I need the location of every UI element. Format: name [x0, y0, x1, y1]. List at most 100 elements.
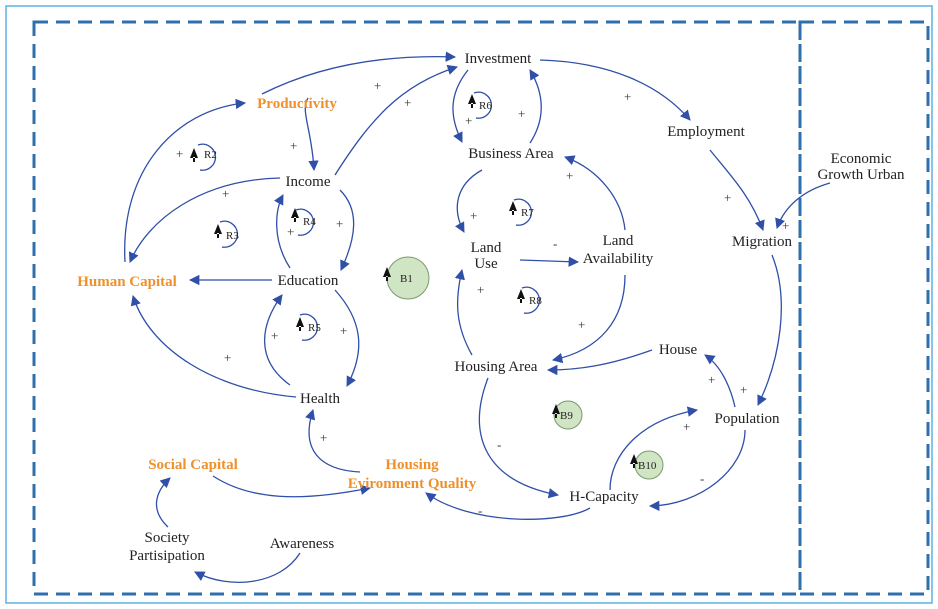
link-population-hcapacity: [648, 429, 746, 512]
sign-plus: +: [624, 89, 631, 104]
node-income: Income: [286, 174, 331, 190]
node-social-capital: Social Capital: [148, 457, 238, 473]
loop-label-r3: R3: [226, 230, 239, 242]
sign-plus: +: [320, 430, 327, 445]
node-health: Health: [300, 391, 340, 407]
tree-icon: [383, 267, 391, 281]
outer-frame: [5, 5, 933, 604]
loop-arc-r2: [197, 143, 217, 171]
loop-tree-icons: [190, 94, 638, 468]
link-landuse-landavail: [519, 256, 580, 267]
sign-plus: +: [782, 218, 789, 233]
link-society-socialcap: [155, 477, 171, 528]
link-house-housing: [546, 349, 653, 376]
sign-plus: +: [566, 168, 573, 183]
link-investment-employment: [539, 59, 691, 121]
sign-plus: +: [224, 350, 231, 365]
node-housing-environment-quality: Housing: [385, 457, 439, 473]
node-society-participation: Partisipation: [129, 548, 205, 564]
causal-links: [124, 51, 831, 583]
link-productivity-investment: [261, 51, 457, 95]
link-migration-population: [757, 254, 782, 406]
loop-markers: R2 R3 R4 R5 R6 R7 R8 B1 B9 B10: [190, 91, 664, 480]
link-housing-landuse: [454, 268, 473, 356]
node-human-capital: Human Capital: [77, 274, 177, 290]
tree-icon: [552, 404, 560, 418]
polarity-signs: + + + + + + + + + + + + + + + + + + + + …: [176, 78, 789, 518]
sign-plus: +: [374, 78, 381, 93]
node-housing-environment-quality: Evironment Quality: [348, 476, 477, 492]
link-hcapacity-population: [609, 406, 699, 491]
node-population: Population: [714, 411, 780, 427]
node-employment: Employment: [667, 124, 745, 140]
node-society-participation: Society: [145, 530, 190, 546]
loop-arc-r5: [299, 313, 319, 341]
link-productivity-income: [304, 97, 319, 172]
sign-plus: +: [271, 328, 278, 343]
link-socialcap-housingenv: [212, 475, 372, 498]
node-education: Education: [278, 273, 339, 289]
link-landavail-housing: [551, 274, 626, 364]
node-investment: Investment: [465, 51, 532, 67]
tree-icon: [296, 317, 304, 331]
sign-plus: +: [578, 317, 585, 332]
loop-label-r6: R6: [479, 100, 492, 112]
sign-plus: +: [404, 95, 411, 110]
sign-minus: -: [497, 437, 501, 452]
sign-plus: +: [477, 282, 484, 297]
loop-arc-r3: [219, 220, 239, 248]
sign-plus: +: [518, 106, 525, 121]
sign-minus: -: [553, 236, 557, 251]
node-business-area: Business Area: [468, 146, 554, 162]
link-education-income: [274, 194, 291, 269]
link-hcapacity-housingenv: [425, 492, 591, 520]
link-income-education: [339, 189, 355, 271]
link-health-education: [264, 294, 291, 386]
loop-label-b1: B1: [400, 273, 413, 285]
loop-label-r8: R8: [529, 295, 542, 307]
sign-plus: +: [336, 216, 343, 231]
exogenous-boundary: [798, 20, 930, 596]
node-awareness: Awareness: [270, 536, 335, 552]
node-economic-growth-urban: Economic: [831, 151, 892, 167]
link-econ-migration: [775, 182, 831, 229]
link-employment-migration: [709, 149, 765, 231]
link-housing-hcapacity: [478, 377, 560, 499]
loop-label-r2: R2: [204, 149, 217, 161]
balance-loop-b9: [553, 400, 583, 430]
link-business-investment: [529, 69, 542, 144]
variable-labels: Investment Productivity Income Education…: [77, 51, 905, 564]
node-economic-growth-urban: Growth Urban: [817, 167, 905, 183]
node-house: House: [659, 342, 698, 358]
node-land-use: Use: [474, 256, 498, 272]
loop-label-b10: B10: [638, 460, 657, 472]
sign-plus: +: [222, 186, 229, 201]
sign-plus: +: [470, 208, 477, 223]
node-land-availability: Availability: [583, 251, 654, 267]
loop-arc-r7: [513, 198, 533, 226]
loop-arc-r8: [521, 286, 541, 314]
link-business-landuse: [454, 169, 483, 233]
link-awareness-society: [194, 552, 301, 583]
sign-plus: +: [340, 323, 347, 338]
node-h-capacity: H-Capacity: [569, 489, 639, 505]
sign-plus: +: [708, 372, 715, 387]
link-education-health: [334, 289, 360, 387]
sign-plus: +: [724, 190, 731, 205]
loop-label-r4: R4: [303, 216, 316, 228]
node-migration: Migration: [732, 234, 792, 250]
system-boundary: [32, 20, 802, 596]
loop-label-r5: R5: [308, 322, 321, 334]
sign-plus: +: [740, 382, 747, 397]
sign-minus: -: [700, 471, 704, 486]
link-population-house: [704, 354, 736, 408]
sign-plus: +: [176, 146, 183, 161]
tree-icon: [468, 94, 476, 108]
node-productivity: Productivity: [257, 96, 337, 112]
link-health-humancap: [130, 295, 297, 398]
tree-icon: [509, 201, 517, 215]
loop-arc-r6: [473, 91, 493, 119]
tree-icon: [517, 289, 525, 303]
tree-icon: [214, 224, 222, 238]
